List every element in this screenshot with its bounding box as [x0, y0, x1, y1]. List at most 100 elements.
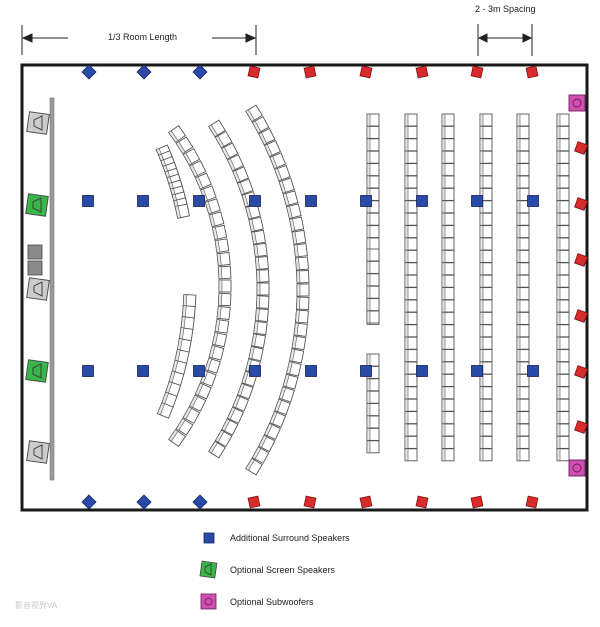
seat — [479, 423, 493, 437]
seat — [441, 225, 455, 239]
seat — [366, 440, 380, 454]
seat — [366, 310, 380, 324]
seat — [404, 411, 418, 425]
seat — [516, 225, 530, 239]
seat — [366, 237, 380, 251]
seat — [286, 361, 302, 377]
seat — [189, 160, 207, 178]
seat — [274, 164, 291, 182]
seat — [404, 237, 418, 251]
seat — [479, 311, 493, 325]
surround-speaker-icon — [360, 195, 372, 207]
seat — [516, 163, 530, 177]
seat — [479, 411, 493, 425]
seat — [366, 125, 380, 139]
surround-speaker-icon — [136, 494, 152, 510]
seat — [232, 394, 250, 412]
seat — [479, 336, 493, 350]
seat — [516, 386, 530, 400]
seat — [404, 262, 418, 276]
spacing-dimension — [477, 24, 533, 56]
seat — [556, 249, 570, 263]
seat — [556, 225, 570, 239]
seat — [366, 353, 380, 367]
seat — [441, 287, 455, 301]
red-speaker-icon — [470, 65, 484, 79]
seat — [204, 357, 221, 374]
seat — [366, 285, 380, 299]
seat — [404, 336, 418, 350]
seat — [291, 335, 307, 351]
seat — [404, 311, 418, 325]
seat — [479, 163, 493, 177]
seat — [174, 203, 190, 219]
legend-surround-icon — [203, 532, 215, 544]
red-speaker-icon — [525, 495, 539, 509]
seat — [216, 305, 231, 321]
seat — [441, 187, 455, 201]
seat — [516, 448, 530, 462]
seat — [296, 283, 310, 297]
seat — [232, 166, 250, 184]
red-speaker-icon — [574, 420, 588, 434]
red-speaker-icon — [574, 141, 588, 155]
seat — [556, 324, 570, 338]
surround-speaker-icon — [471, 195, 483, 207]
seat — [479, 349, 493, 363]
seat — [295, 309, 309, 324]
seat — [404, 249, 418, 263]
seat — [441, 125, 455, 139]
seat — [556, 386, 570, 400]
seat — [286, 203, 302, 219]
legend-surround-label: Additional Surround Speakers — [230, 533, 350, 543]
seat — [516, 125, 530, 139]
seat — [404, 361, 418, 375]
red-speaker-icon — [415, 65, 429, 79]
surround-speaker-icon — [81, 494, 97, 510]
seat — [441, 150, 455, 164]
seat — [296, 270, 310, 284]
surround-speaker-icon — [192, 494, 208, 510]
seat — [479, 386, 493, 400]
seat — [556, 163, 570, 177]
seat — [516, 274, 530, 288]
seat — [479, 398, 493, 412]
red-speaker-icon — [303, 495, 317, 509]
seat — [214, 429, 233, 448]
seat — [289, 216, 305, 232]
seat — [404, 113, 418, 127]
seat — [269, 410, 287, 428]
seat — [366, 415, 380, 429]
seat — [255, 269, 270, 283]
seat — [441, 336, 455, 350]
red-speaker-icon — [247, 495, 261, 509]
seat — [556, 398, 570, 412]
seat — [366, 427, 380, 441]
seat — [269, 152, 287, 170]
seat — [404, 274, 418, 288]
seat — [221, 142, 239, 160]
seat — [479, 287, 493, 301]
surround-speaker-icon — [305, 195, 317, 207]
seat — [291, 229, 307, 245]
seat — [516, 150, 530, 164]
seat — [441, 423, 455, 437]
surround-speaker-icon — [193, 195, 205, 207]
seat — [366, 298, 380, 312]
seat — [441, 386, 455, 400]
seat — [221, 418, 239, 436]
seat — [404, 125, 418, 139]
seat — [556, 138, 570, 152]
seat — [441, 163, 455, 177]
seat — [404, 175, 418, 189]
surround-speaker-icon — [305, 365, 317, 377]
seat — [208, 119, 226, 138]
seat — [208, 344, 225, 361]
seat — [366, 150, 380, 164]
room-length-dimension — [21, 25, 257, 55]
seat — [180, 316, 195, 331]
seat — [556, 274, 570, 288]
seat — [217, 292, 232, 307]
right-screen-speaker-icon — [26, 440, 50, 464]
seat — [479, 237, 493, 251]
